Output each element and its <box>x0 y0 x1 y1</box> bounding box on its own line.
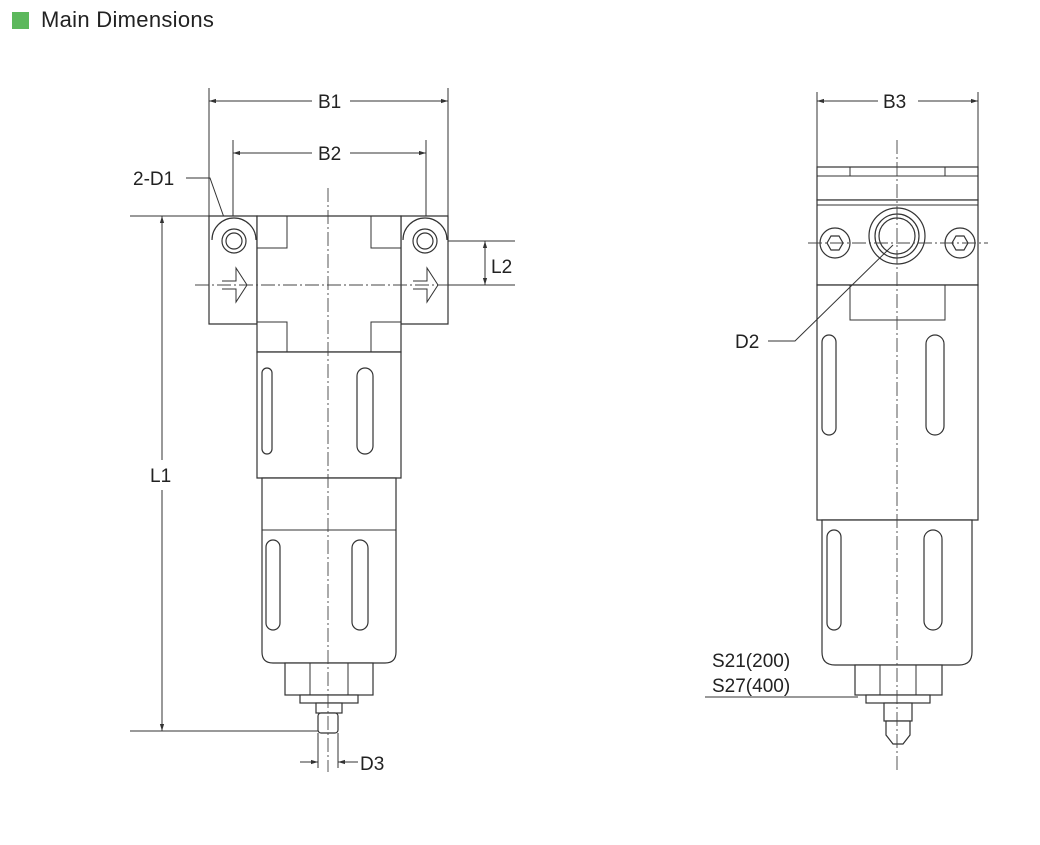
label-2-d1: 2-D1 <box>133 169 174 190</box>
d2-leader <box>768 244 894 342</box>
label-b1: B1 <box>318 92 341 113</box>
label-l2: L2 <box>491 257 512 278</box>
front-view: B1 B2 2-D1 L1 L2 D3 <box>130 88 515 775</box>
label-l1: L1 <box>150 466 171 487</box>
label-b2: B2 <box>318 144 341 165</box>
label-b3: B3 <box>883 92 906 113</box>
label-s21: S21(200) <box>712 651 790 672</box>
side-view: B3 D2 S21(200) S27(400) <box>705 92 988 772</box>
section-title: Main Dimensions <box>41 7 215 32</box>
section-header: Main Dimensions <box>12 7 214 33</box>
label-d3: D3 <box>360 754 384 775</box>
label-s27: S27(400) <box>712 676 790 697</box>
green-square-icon <box>12 11 29 29</box>
label-d2: D2 <box>735 332 759 353</box>
